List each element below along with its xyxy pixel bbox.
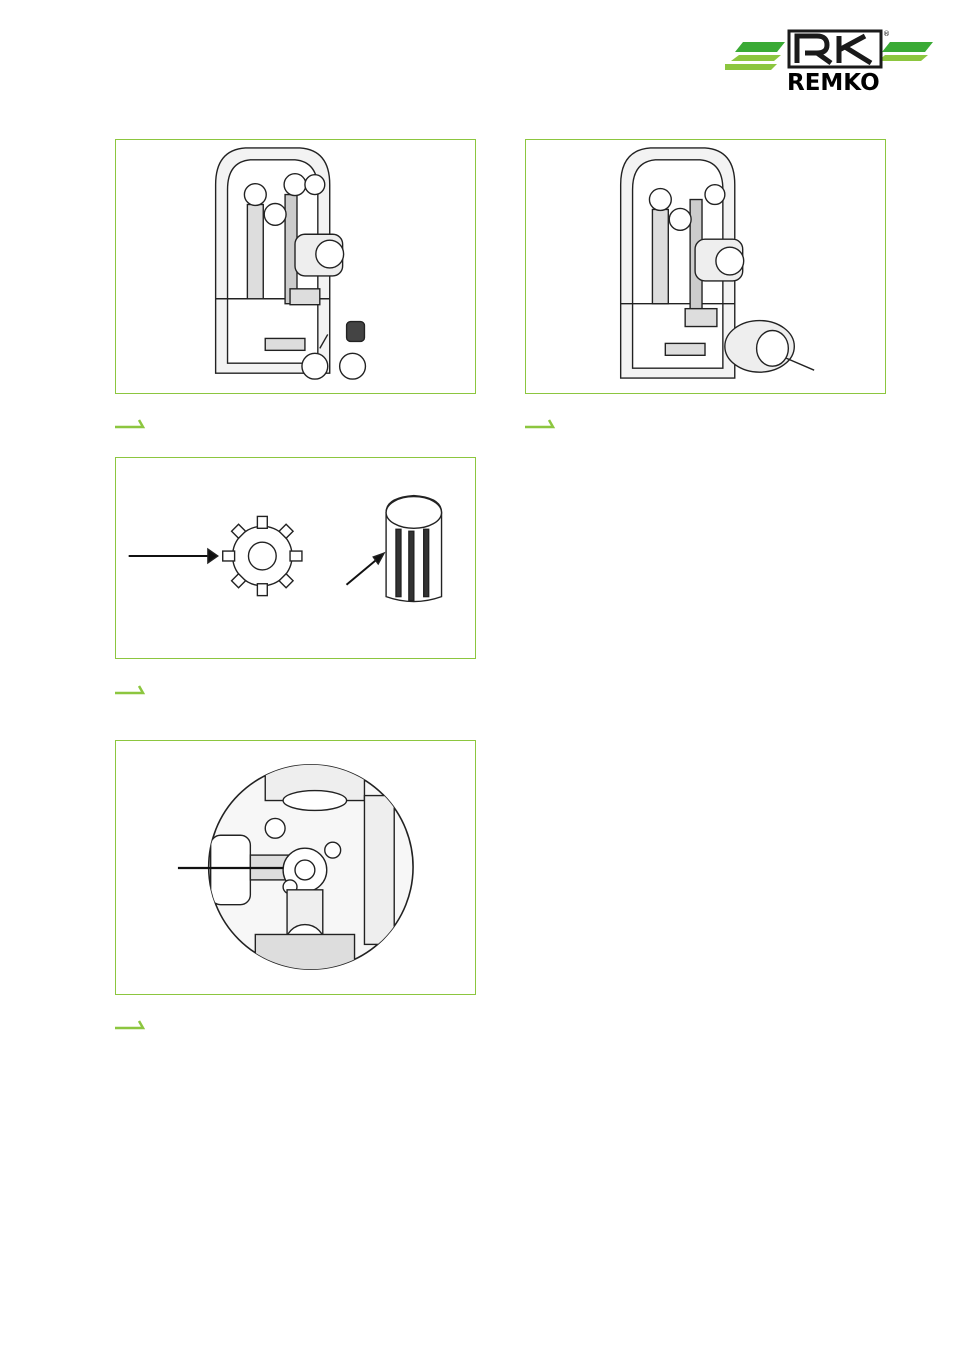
figure-rotary-knob-detail xyxy=(115,457,476,659)
svg-text:®: ® xyxy=(883,30,890,38)
green-arrow-icon xyxy=(115,685,146,695)
green-arrow-icon xyxy=(525,419,556,429)
rotary-knob-detail-illustration xyxy=(128,494,443,603)
remko-logo: ® REMKO xyxy=(719,28,937,96)
valve-closeup-illustration xyxy=(177,764,414,970)
pump-station-callouts-illustration xyxy=(214,147,367,380)
pump-station-insulation-removed-illustration xyxy=(619,147,815,379)
figure-valve-closeup xyxy=(115,740,476,995)
figure-pump-station-insulation-removed xyxy=(525,139,886,394)
green-arrow-icon xyxy=(115,1020,146,1030)
figure-pump-station-callouts xyxy=(115,139,476,394)
green-arrow-icon xyxy=(115,419,146,429)
svg-text:REMKO: REMKO xyxy=(787,70,880,94)
